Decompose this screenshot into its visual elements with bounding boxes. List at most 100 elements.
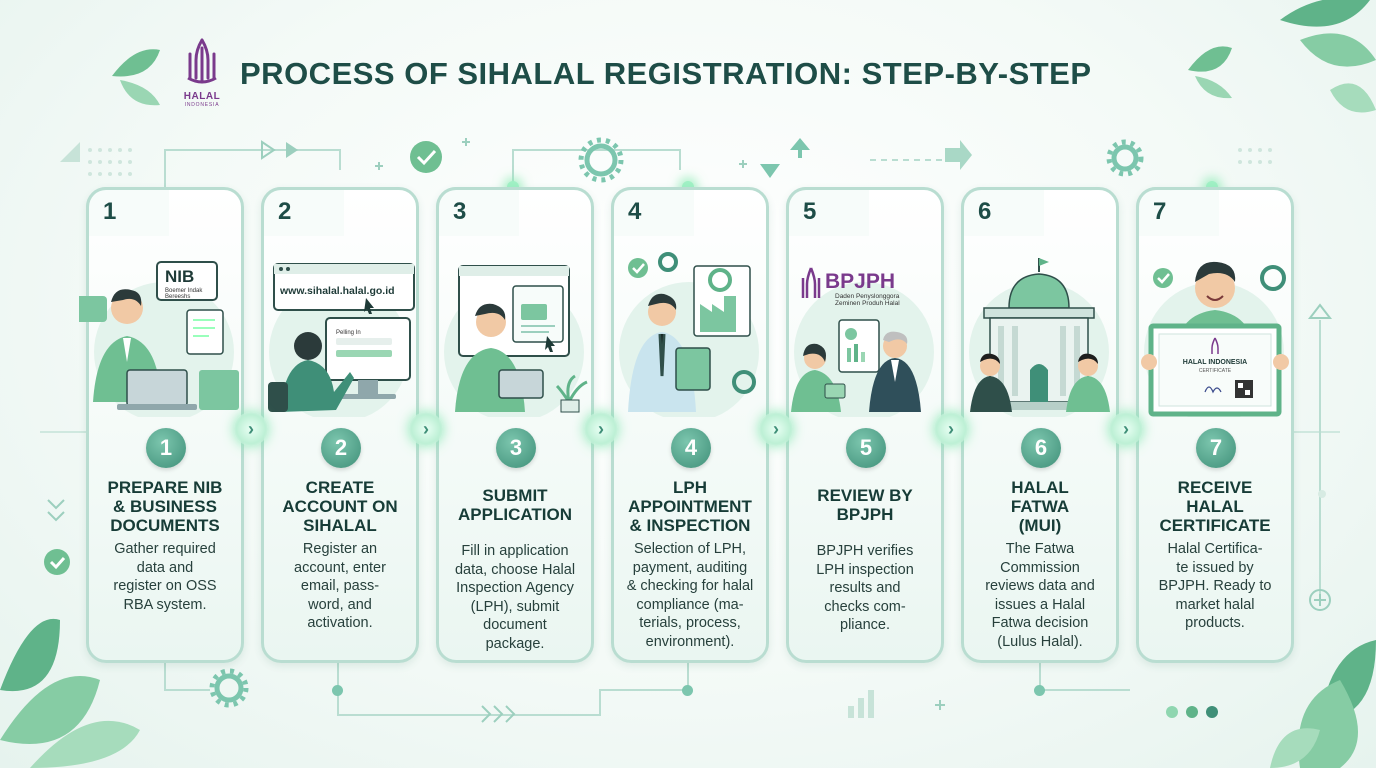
step-card-1: 1 NIB Boemer Indak Bereeshs 1 PREPARE NI… <box>79 187 244 663</box>
step-1-illustration: NIB Boemer Indak Bereeshs <box>79 261 239 417</box>
step-tab <box>436 187 519 236</box>
step-tab <box>261 187 344 236</box>
halal-logo-icon <box>1211 337 1219 354</box>
chevron-right-icon: › <box>234 412 268 446</box>
laptop-icon <box>498 369 544 399</box>
plus-icon <box>375 138 945 710</box>
step-description: Register an account, enter email, pass- … <box>294 541 386 631</box>
folder-icon <box>521 304 547 320</box>
step-badge: 3 <box>496 428 536 468</box>
arrow-down-icon <box>760 164 780 178</box>
nib-sign-subtitle-2: Bereeshs <box>165 294 190 300</box>
gear-icon <box>708 268 732 292</box>
step-card-2: 2 www.sihalal.halal.go.id Pelling In 2 C… <box>261 187 419 663</box>
bpjph-subtitle: Daden Penyslonggora <box>835 293 900 300</box>
step-badge: 1 <box>146 428 186 468</box>
chevron-right-icon: › <box>584 412 618 446</box>
step-4-illustration <box>619 252 759 417</box>
step-badge: 2 <box>321 428 361 468</box>
step-tab <box>611 187 694 236</box>
step-card-5: 5 BPJPH Daden Penyslonggora Zeminen Prod… <box>786 187 944 663</box>
step-card-4: 4 4 LPH APPOINTMENT & INSPECTION Selecti… <box>611 187 769 663</box>
halal-logo-icon <box>187 38 217 84</box>
step-title: SUBMIT APPLICATION <box>458 486 572 524</box>
connector-dot <box>1034 685 1045 696</box>
clipboard-icon <box>675 347 711 391</box>
form-label-text: Pelling In <box>336 330 361 336</box>
step-title: RECEIVE HALAL CERTIFICATE <box>1159 478 1271 535</box>
monitor-icon <box>325 317 411 381</box>
step-number-top: 1 <box>103 198 117 225</box>
url-text: www.sihalal.halal.go.id <box>279 285 395 297</box>
step-title: HALAL FATWA (MUI) <box>1010 478 1070 535</box>
step-card-7: 7 HALAL INDONESIA CERTIFICATE 7 RECEIVE … <box>1136 187 1294 663</box>
cursor-icon <box>545 336 555 352</box>
halal-logo-icon <box>801 267 821 298</box>
signature-icon <box>1204 386 1222 394</box>
logo-subtitle: INDONESIA <box>184 102 220 108</box>
step-title: LPH APPOINTMENT & INSPECTION <box>628 478 752 535</box>
mosque-building-icon <box>976 258 1102 410</box>
step-badge: 7 <box>1196 428 1236 468</box>
step-title: PREPARE NIB & BUSINESS DOCUMENTS <box>107 478 223 535</box>
step-description: Gather required data and register on OSS… <box>113 541 217 613</box>
page-title: PROCESS OF SIHALAL REGISTRATION: STEP-BY… <box>240 56 1092 91</box>
laptop-icon <box>126 369 188 407</box>
step-2-illustration: www.sihalal.halal.go.id Pelling In <box>268 263 415 417</box>
arrow-up-icon <box>790 138 810 158</box>
bpjph-subtitle-2: Zeminen Produh Halal <box>835 300 900 307</box>
play-arrow-icon <box>286 142 298 158</box>
check-circle-icon <box>1153 268 1173 288</box>
logo-wordmark: HALAL <box>183 91 221 102</box>
report-document-icon <box>838 319 880 373</box>
step-badge: 4 <box>671 428 711 468</box>
gear-icon <box>1260 265 1286 291</box>
gear-icon <box>732 370 756 394</box>
chat-bubble-icon <box>79 296 107 322</box>
connector-dot <box>332 685 343 696</box>
chevron-right-icon: › <box>934 412 968 446</box>
step-title: CREATE ACCOUNT ON SIHALAL <box>282 478 398 535</box>
gear-icon <box>214 143 1139 703</box>
check-circle-icon <box>628 258 648 278</box>
step-badge: 5 <box>846 428 886 468</box>
plus-circle-icon <box>1309 589 1331 611</box>
bpjph-brand: BPJPH <box>825 270 895 293</box>
step-number-top: 7 <box>1153 198 1167 225</box>
bar-chart-icon <box>848 690 874 718</box>
arrow-right-icon <box>945 140 972 170</box>
certificate-title: HALAL INDONESIA <box>1183 359 1247 366</box>
step-number-top: 6 <box>978 198 992 225</box>
step-title: REVIEW BY BPJPH <box>817 486 913 524</box>
step-number-top: 3 <box>453 198 467 225</box>
play-arrow-icon <box>261 140 276 160</box>
nib-sign-subtitle: Boemer Indak <box>165 288 203 294</box>
gear-teeth-icon <box>209 137 1144 708</box>
step-tab <box>786 187 869 236</box>
step-tab <box>1136 187 1219 236</box>
halal-indonesia-logo: HALAL INDONESIA <box>178 38 226 108</box>
chevron-down-icon <box>47 499 65 522</box>
connector-dot <box>682 685 693 696</box>
step-description: Selection of LPH, payment, auditing & ch… <box>626 541 754 650</box>
chair-icon <box>268 382 288 412</box>
step-badge: 6 <box>1021 428 1061 468</box>
step-6-illustration <box>969 258 1110 417</box>
check-circle-icon <box>410 141 442 173</box>
document-icon <box>186 309 224 355</box>
qr-code-icon <box>1235 380 1253 398</box>
step-description: The Fatwa Commission reviews data and is… <box>985 541 1095 650</box>
chevron-right-icon: › <box>1109 412 1143 446</box>
triple-chevron-icon <box>481 705 516 723</box>
factory-icon <box>700 296 736 332</box>
step-number-top: 5 <box>803 198 817 225</box>
step-5-illustration: BPJPH Daden Penyslonggora Zeminen Produh… <box>791 267 934 417</box>
step-tab <box>86 187 169 236</box>
step-7-illustration: HALAL INDONESIA CERTIFICATE <box>1141 261 1289 417</box>
folder-icon <box>199 370 239 410</box>
check-circle-icon <box>44 549 70 575</box>
step-number-top: 2 <box>278 198 292 225</box>
gear-icon <box>658 252 678 272</box>
step-3-illustration <box>444 265 588 417</box>
